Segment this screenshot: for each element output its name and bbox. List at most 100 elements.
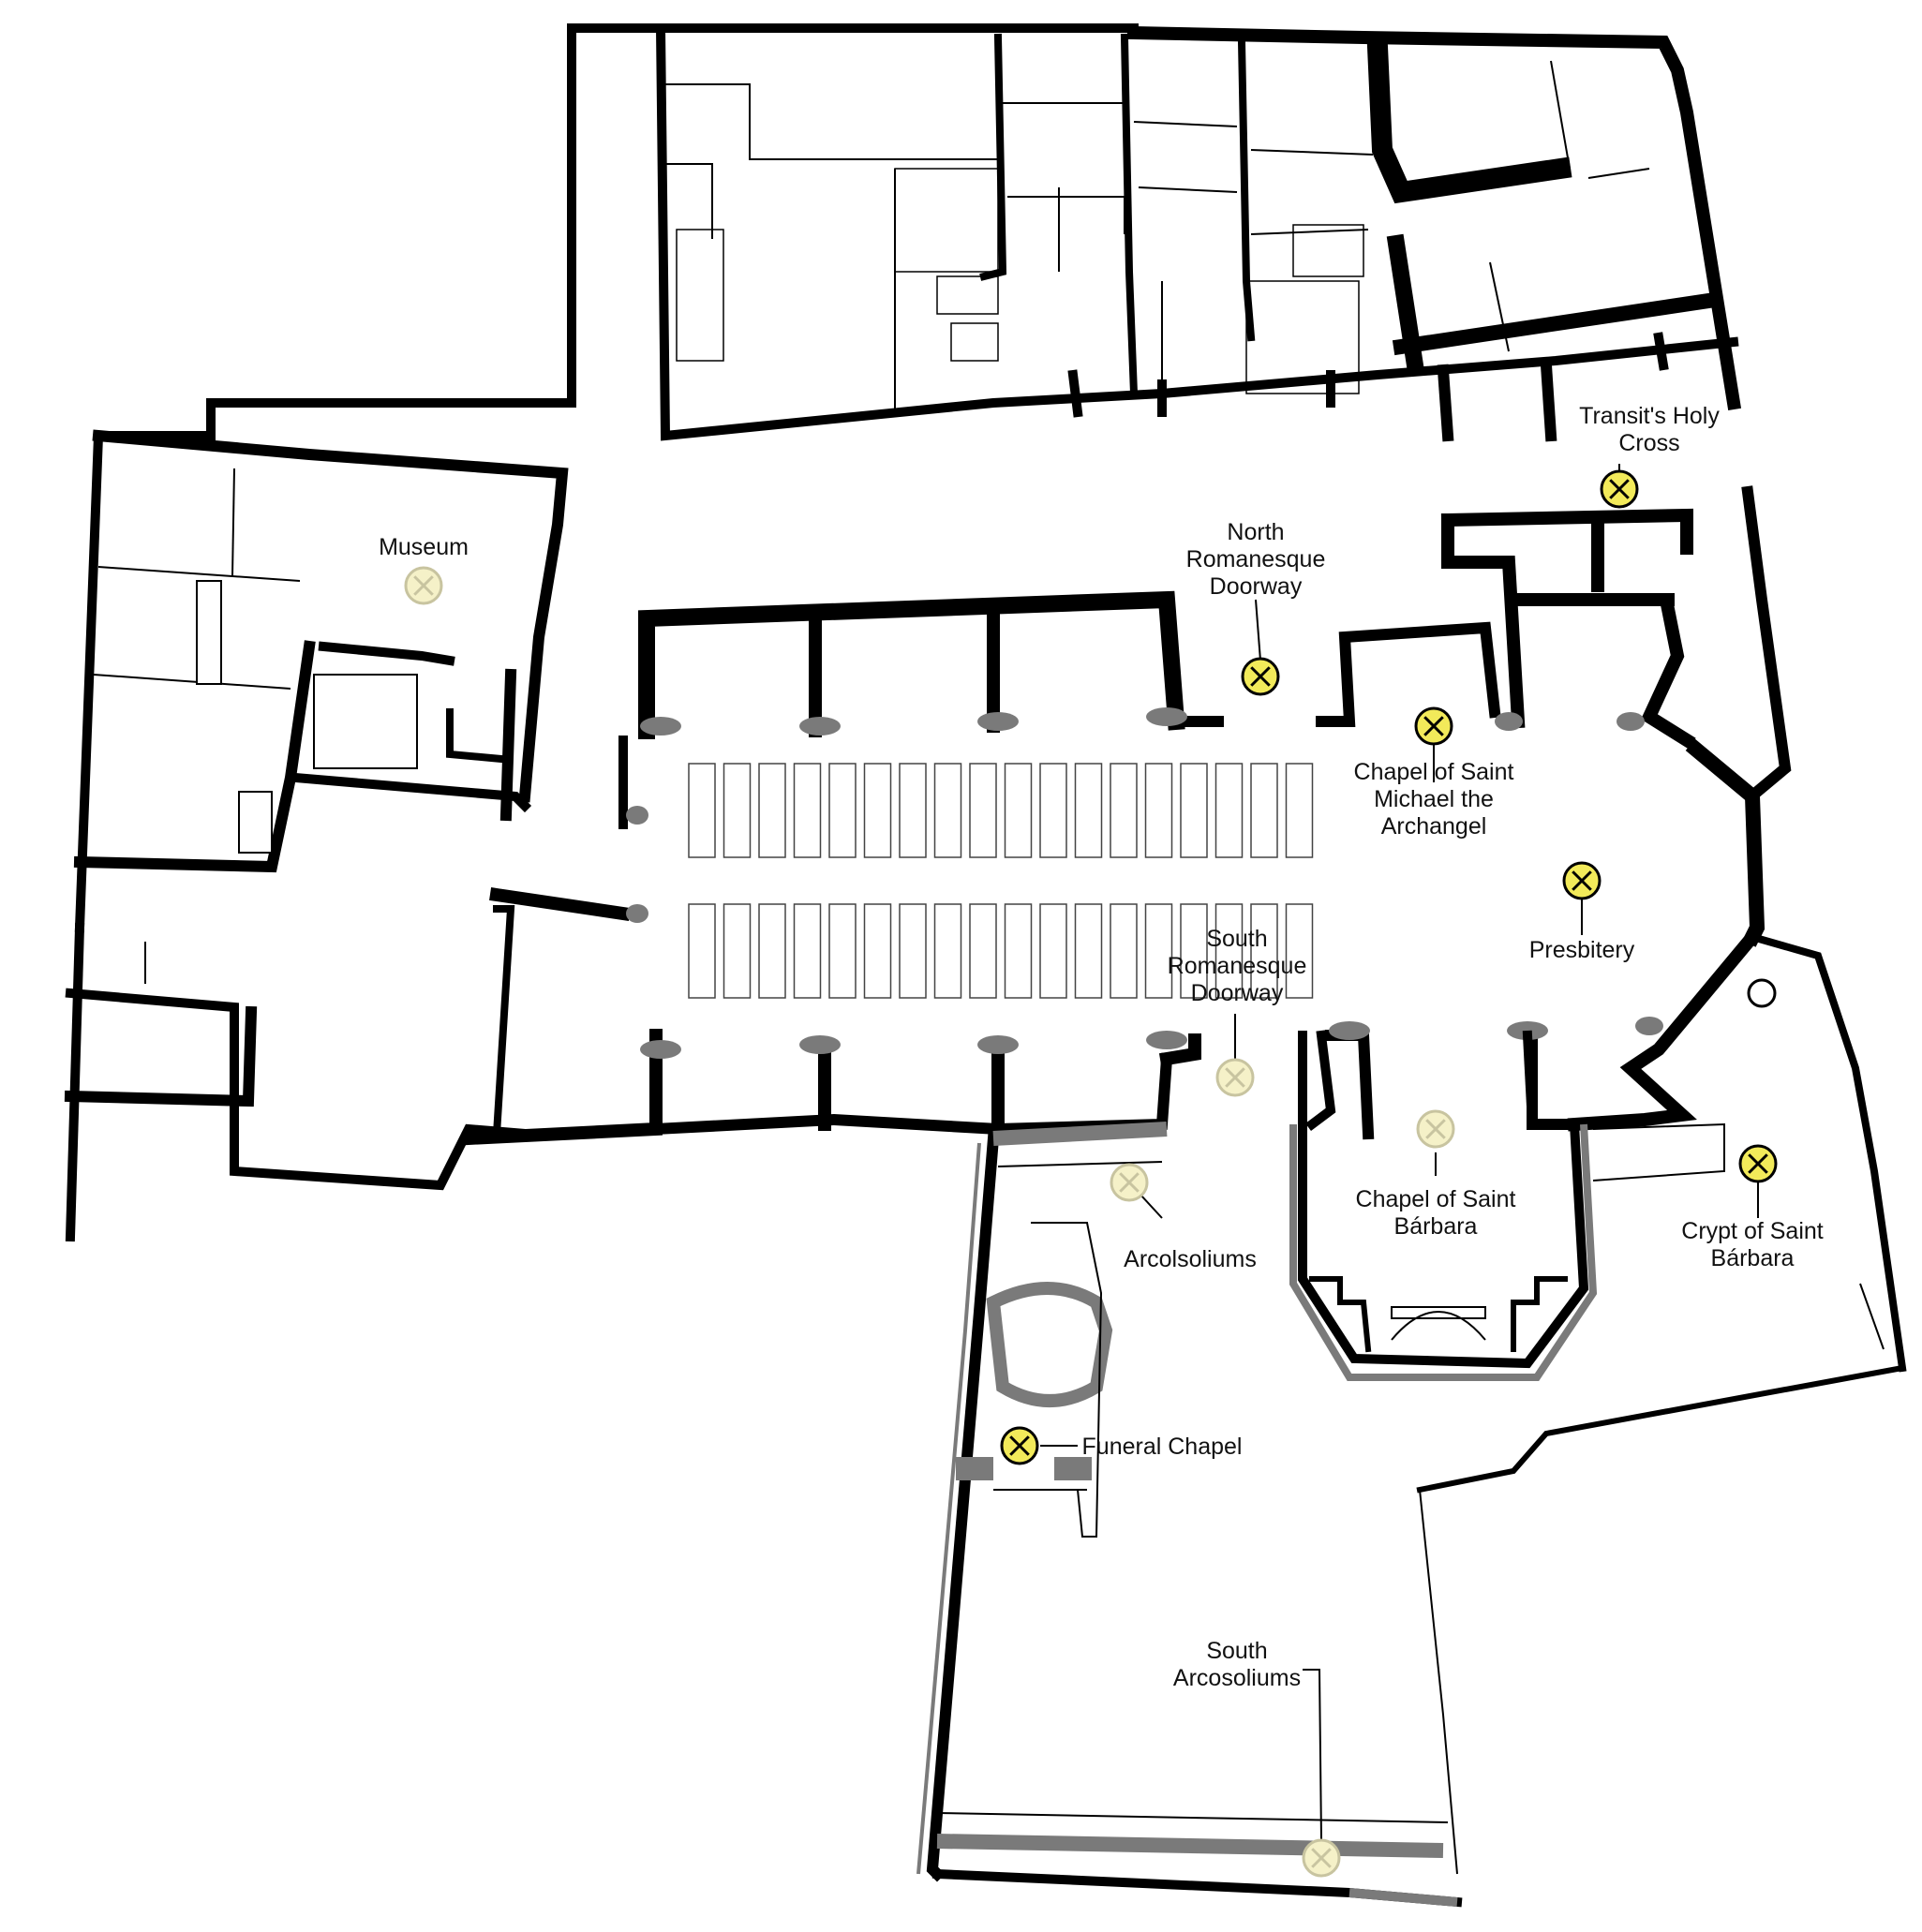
- label-line: Bárbara: [1394, 1213, 1478, 1240]
- marker-cross-stroke: [1423, 716, 1444, 736]
- label-arcolsoliums: Arcolsoliums: [1124, 1246, 1257, 1272]
- south-courtyard-walls: [916, 1122, 1463, 1908]
- north-block-walls: [567, 23, 1742, 442]
- pew: [758, 903, 786, 999]
- pew: [1110, 903, 1138, 999]
- marker-crypt-saint-barbara[interactable]: [1738, 1144, 1778, 1183]
- label-line: Romanesque: [1168, 953, 1307, 979]
- pew: [1039, 763, 1067, 858]
- pew: [793, 903, 822, 999]
- crypt-walls: [1416, 978, 1906, 1494]
- label-line: Romanesque: [1186, 546, 1326, 572]
- label-funeral-chapel: Funeral Chapel: [1082, 1434, 1243, 1460]
- marker-cross-stroke: [1609, 479, 1630, 499]
- label-line: Arcolsoliums: [1124, 1246, 1257, 1272]
- pew: [688, 903, 716, 999]
- marker-arcolsoliums[interactable]: [1110, 1163, 1149, 1202]
- pew: [1285, 903, 1314, 999]
- pew: [723, 903, 752, 999]
- pew: [1285, 763, 1314, 858]
- pew: [1004, 763, 1033, 858]
- pew: [1214, 763, 1244, 858]
- label-line: Transit's Holy: [1579, 403, 1720, 429]
- label-line: Cross: [1618, 430, 1679, 456]
- marker-presbitery[interactable]: [1562, 861, 1602, 900]
- marker-cross-stroke: [1119, 1172, 1140, 1193]
- label-line: Crypt of Saint: [1681, 1218, 1824, 1244]
- pew: [793, 763, 822, 858]
- marker-cross-stroke: [1572, 870, 1592, 891]
- pew: [1074, 903, 1103, 999]
- pew: [969, 763, 997, 858]
- pew: [1074, 763, 1103, 858]
- pew: [1144, 763, 1173, 858]
- nave-walls: [461, 485, 1907, 1373]
- pew: [1180, 763, 1208, 858]
- label-line: Bárbara: [1711, 1245, 1795, 1271]
- pew: [1250, 903, 1278, 999]
- label-line: South: [1206, 926, 1267, 952]
- pew: [899, 763, 927, 858]
- column-bases: [626, 707, 1663, 1059]
- marker-funeral-chapel[interactable]: [1000, 1426, 1039, 1465]
- marker-south-romanesque-doorway[interactable]: [1215, 1058, 1255, 1097]
- pew: [933, 763, 962, 858]
- pew: [1214, 903, 1244, 999]
- marker-chapel-saint-barbara[interactable]: [1416, 1109, 1455, 1149]
- pew: [1144, 903, 1173, 999]
- label-line: Funeral Chapel: [1082, 1434, 1243, 1460]
- marker-cross-stroke: [1748, 1153, 1768, 1174]
- label-presbitery: Presbitery: [1529, 937, 1635, 963]
- pew: [828, 763, 857, 858]
- marker-museum[interactable]: [404, 566, 443, 605]
- chapel-saint-barbara-walls: [1289, 1030, 1598, 1381]
- marker-cross-stroke: [1009, 1435, 1030, 1456]
- pew: [1250, 763, 1278, 858]
- marker-chapel-saint-michael[interactable]: [1414, 706, 1453, 746]
- label-line: Chapel of Saint: [1356, 1186, 1516, 1212]
- pew: [863, 903, 892, 999]
- label-line: Presbitery: [1529, 937, 1635, 963]
- pew: [758, 763, 786, 858]
- pew: [688, 763, 716, 858]
- label-line: Michael the: [1374, 786, 1494, 812]
- label-line: Arcosoliums: [1173, 1665, 1301, 1691]
- marker-north-romanesque-doorway[interactable]: [1241, 657, 1280, 696]
- pew: [899, 903, 927, 999]
- marker-transits-holy-cross[interactable]: [1600, 469, 1639, 509]
- label-line: South: [1206, 1638, 1267, 1664]
- label-line: Chapel of Saint: [1354, 759, 1514, 785]
- pew: [1039, 903, 1067, 999]
- pews: [688, 763, 1314, 999]
- pew: [933, 903, 962, 999]
- pew: [1180, 903, 1208, 999]
- pew: [863, 763, 892, 858]
- label-line: Doorway: [1191, 980, 1284, 1006]
- west-wing-walls: [64, 23, 576, 1242]
- pew: [1004, 903, 1033, 999]
- marker-cross-stroke: [1425, 1119, 1446, 1139]
- label-line: Doorway: [1210, 573, 1303, 600]
- leader-lines: [423, 464, 1759, 1842]
- pew: [969, 903, 997, 999]
- marker-cross-stroke: [1311, 1848, 1332, 1868]
- pew: [723, 763, 752, 858]
- marker-cross-stroke: [413, 575, 434, 596]
- marker-south-arcosoliums[interactable]: [1302, 1838, 1341, 1878]
- markers: [404, 469, 1778, 1878]
- label-line: Museum: [379, 534, 469, 560]
- label-museum: Museum: [379, 534, 469, 560]
- marker-cross-stroke: [1225, 1067, 1245, 1088]
- marker-cross-stroke: [1250, 666, 1271, 687]
- pew: [1110, 763, 1138, 858]
- label-line: North: [1227, 519, 1284, 545]
